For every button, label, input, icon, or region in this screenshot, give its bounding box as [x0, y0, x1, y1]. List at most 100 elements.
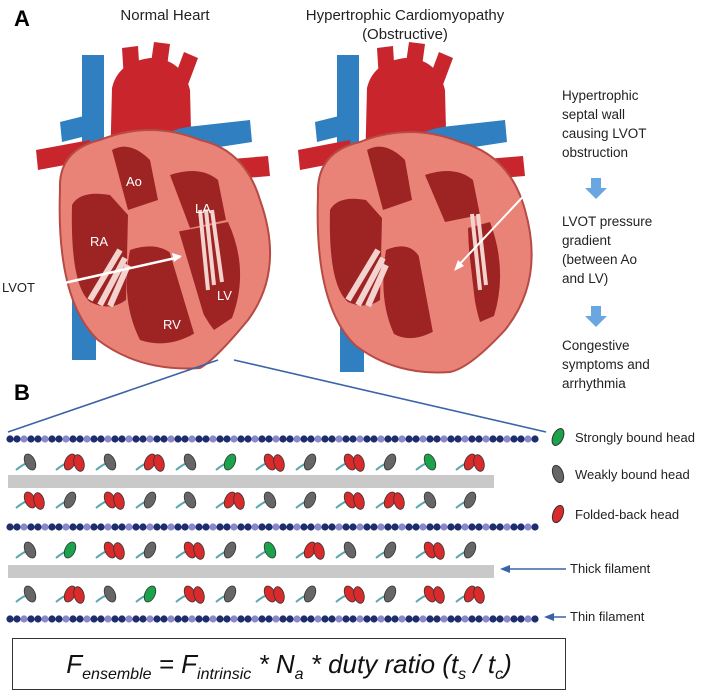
weakly-bound-head [343, 541, 357, 559]
hcm-la [425, 171, 480, 222]
actin-bead [118, 615, 126, 623]
actin-bead [209, 523, 217, 531]
actin-bead [104, 523, 112, 531]
actin-bead [328, 435, 336, 443]
actin-bead [272, 615, 280, 623]
actin-bead [13, 615, 21, 623]
strongly-bound-head [263, 541, 277, 559]
hcm-thick-septum [412, 220, 478, 338]
weakly-bound-head [263, 491, 277, 509]
actin-bead [20, 615, 28, 623]
weakly-bound-head [383, 453, 397, 471]
folded-back-head [313, 542, 325, 560]
lvot-arrow [41, 255, 181, 290]
actin-bead [181, 615, 189, 623]
hcm-svc [337, 55, 359, 170]
actin-bead [447, 435, 455, 443]
hcm-tendons-right [470, 213, 488, 291]
actin-bead [356, 615, 364, 623]
actin-bead [90, 523, 98, 531]
actin-bead [48, 615, 56, 623]
actin-bead [202, 435, 210, 443]
actin-bead [300, 523, 308, 531]
actin-bead [524, 435, 532, 443]
weakly-bound-head [463, 541, 477, 559]
hcm-septum-arrow [455, 169, 549, 269]
actin-bead [153, 523, 161, 531]
actin-bead [377, 615, 385, 623]
actin-bead [62, 523, 70, 531]
normal-pulm-vein-left [60, 112, 102, 142]
panel-b-label: B [14, 380, 30, 405]
actin-bead [83, 435, 91, 443]
actin-bead [13, 523, 21, 531]
hcm-title-line2: (Obstructive) [362, 26, 448, 43]
actin-bead [524, 523, 532, 531]
actin-bead [223, 615, 231, 623]
normal-aorta-branch2 [150, 42, 170, 74]
actin-bead [342, 523, 350, 531]
folded-back-head [73, 586, 85, 604]
actin-bead [426, 435, 434, 443]
note-3-line-3: arrhythmia [562, 376, 626, 391]
actin-bead [335, 615, 343, 623]
strongly-bound-head [63, 541, 77, 559]
actin-bead [195, 615, 203, 623]
actin-bead [412, 523, 420, 531]
actin-bead [349, 435, 357, 443]
actin-bead [370, 523, 378, 531]
zoom-line-right [233, 359, 547, 433]
actin-bead [433, 615, 441, 623]
actin-bead [90, 615, 98, 623]
folded-back-head [113, 542, 125, 560]
actin-bead [195, 435, 203, 443]
actin-bead [349, 523, 357, 531]
actin-bead [244, 615, 252, 623]
actin-bead [307, 615, 315, 623]
thick-filament-arrowhead [500, 565, 510, 573]
formula-c: c [495, 666, 504, 684]
actin-bead [6, 523, 14, 531]
note-3-line-2: symptoms and [562, 357, 650, 372]
actin-bead [139, 523, 147, 531]
actin-bead [419, 435, 427, 443]
actin-bead [69, 615, 77, 623]
folded-back-head [73, 454, 85, 472]
actin-bead [251, 523, 259, 531]
thick-filament-2 [8, 565, 494, 578]
actin-bead [34, 523, 42, 531]
actin-bead [62, 435, 70, 443]
lvot-arrowhead [172, 253, 182, 262]
actin-bead [160, 523, 168, 531]
actin-bead [69, 523, 77, 531]
weakly-bound-head [383, 541, 397, 559]
normal-heart: Ao LA RA LV RV [36, 42, 272, 370]
actin-bead [440, 523, 448, 531]
actin-bead [27, 523, 35, 531]
actin-bead [482, 523, 490, 531]
actin-bead [216, 523, 224, 531]
actin-bead [97, 523, 105, 531]
actin-bead [447, 523, 455, 531]
actin-bead [496, 435, 504, 443]
actin-bead [174, 615, 182, 623]
strongly-bound-head [223, 453, 237, 471]
actin-bead [76, 435, 84, 443]
note-2-line-1: LVOT pressure [562, 214, 653, 229]
actin-bead [27, 615, 35, 623]
actin-bead [76, 615, 84, 623]
actin-bead [146, 615, 154, 623]
actin-bead [139, 435, 147, 443]
actin-bead [90, 435, 98, 443]
actin-bead [517, 523, 525, 531]
weakly-bound-head [463, 491, 477, 509]
actin-bead [139, 615, 147, 623]
note-1-line-2: septal wall [562, 107, 626, 122]
note-2-line-4: and LV) [562, 271, 609, 286]
actin-bead [251, 615, 259, 623]
weakly-bound-head [183, 453, 197, 471]
actin-bead [104, 435, 112, 443]
label-ra: RA [90, 234, 108, 249]
legend-strongly-bound: Strongly bound head [575, 430, 695, 445]
down-arrow-2 [585, 306, 607, 327]
